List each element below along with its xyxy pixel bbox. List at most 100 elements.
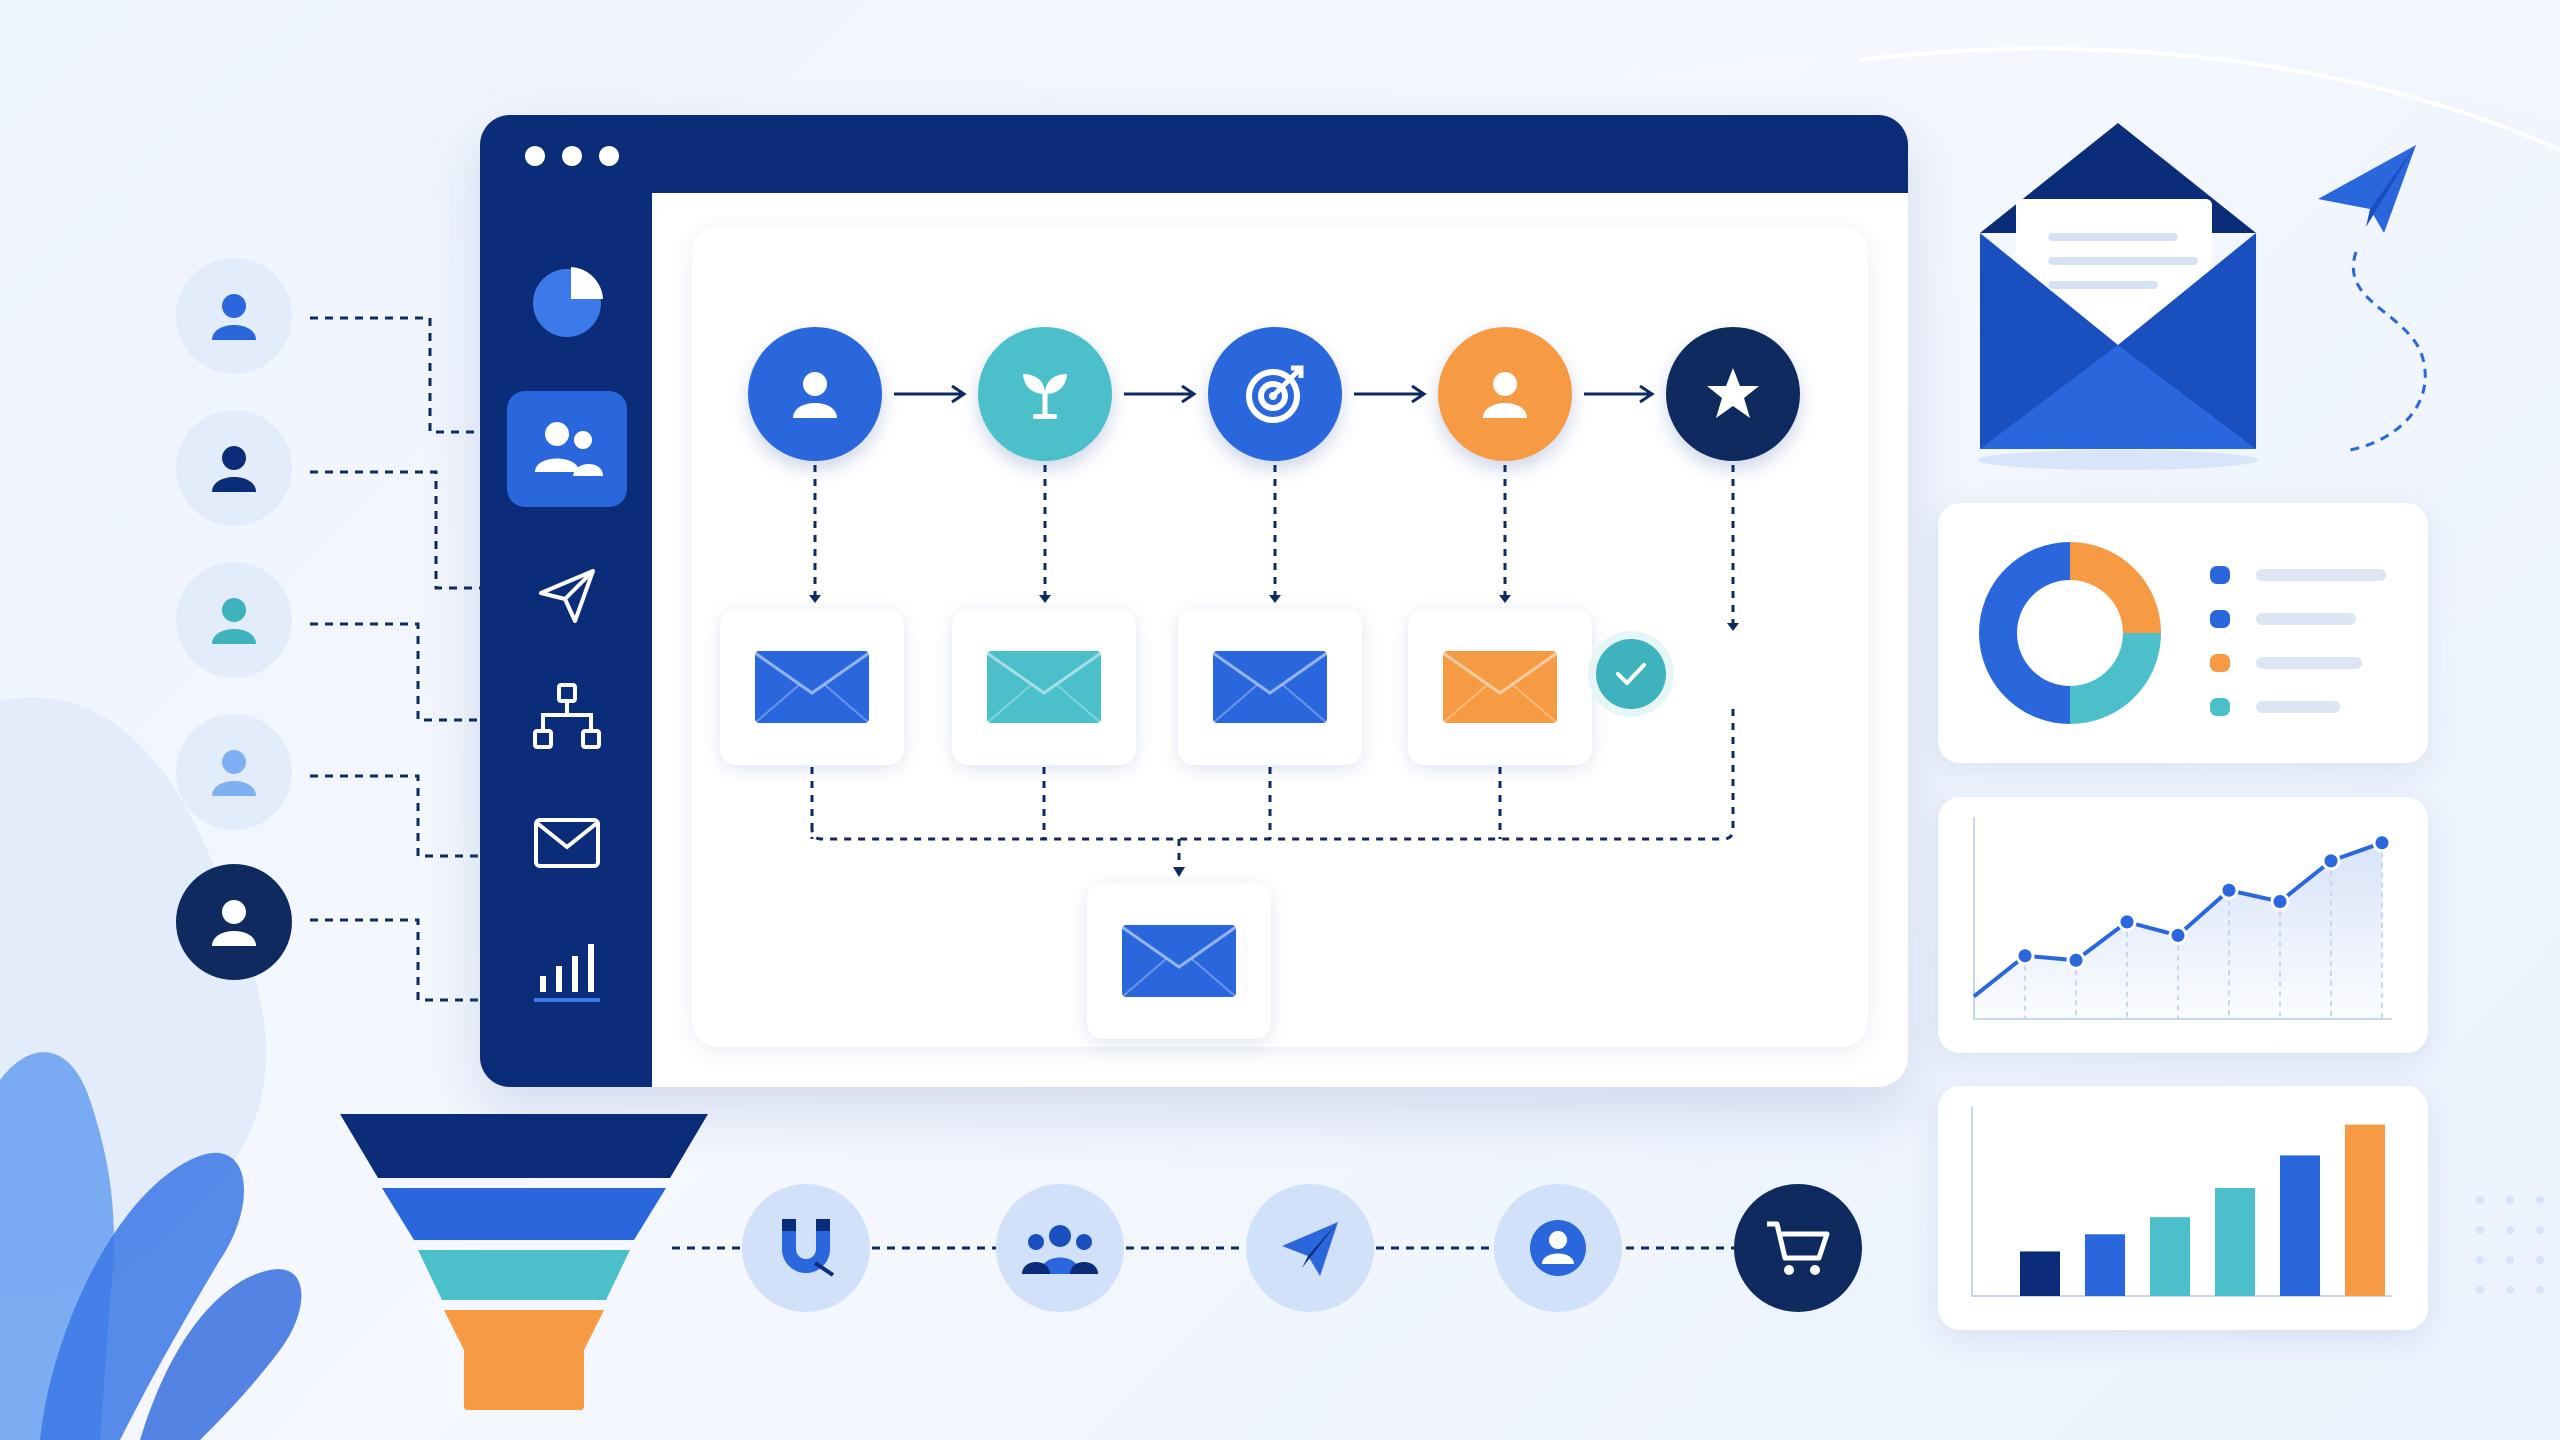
sidebar-item-automation[interactable] (507, 659, 627, 775)
workflow-stage-node[interactable] (1208, 327, 1342, 461)
legend-label-placeholder (2256, 701, 2340, 713)
flow-arrowhead (809, 595, 821, 603)
window-control-dot[interactable] (525, 146, 545, 166)
user-icon (204, 742, 264, 802)
check-icon (1616, 663, 1646, 685)
bar[interactable] (2345, 1124, 2385, 1296)
workflow-stage-node[interactable] (748, 327, 882, 461)
bar-chart-icon (534, 944, 600, 1002)
contact-avatar[interactable] (176, 258, 292, 374)
window-control-dot[interactable] (562, 146, 582, 166)
sidebar-item-email[interactable] (507, 785, 627, 901)
performance-bar-panel (1938, 1086, 2428, 1330)
sidebar-item-reports[interactable] (507, 911, 627, 1027)
envelope-icon (1120, 923, 1238, 999)
bar-chart (1971, 1106, 2392, 1297)
star-icon (1703, 364, 1763, 424)
growth-line-panel (1938, 797, 2428, 1053)
hierarchy-icon (533, 683, 601, 749)
envelope-icon (1211, 649, 1329, 725)
contact-avatar[interactable] (176, 714, 292, 830)
legend-swatch (2210, 566, 2230, 584)
magnet-icon (771, 1213, 841, 1283)
line-point[interactable] (2321, 851, 2341, 871)
title-bar (480, 115, 1908, 193)
send-icon (539, 569, 595, 623)
app-window (480, 115, 1908, 1087)
sidebar (480, 193, 652, 1087)
legend-swatch (2210, 610, 2230, 628)
group-icon (1020, 1218, 1100, 1278)
funnel-stage[interactable] (1246, 1184, 1374, 1312)
workflow-canvas (692, 227, 1868, 1047)
workflow-stage-node[interactable] (978, 327, 1112, 461)
line-point[interactable] (2372, 833, 2392, 853)
flow-arrowhead (1411, 384, 1427, 404)
window-control-dot[interactable] (599, 146, 619, 166)
line-chart (1972, 817, 2392, 1020)
open-envelope-icon (1978, 123, 2416, 470)
envelope-icon (985, 649, 1103, 725)
email-step-card[interactable] (952, 609, 1136, 765)
contact-avatar[interactable] (176, 562, 292, 678)
pie-chart-icon (533, 267, 603, 337)
legend-label-placeholder (2256, 569, 2386, 581)
workflow-connectors (809, 384, 1739, 877)
funnel-stage[interactable] (1734, 1184, 1862, 1312)
contact-avatar[interactable] (176, 410, 292, 526)
bar[interactable] (2020, 1251, 2060, 1296)
paper-plane-icon (2318, 145, 2416, 233)
donut-slice[interactable] (2069, 632, 2161, 724)
sidebar-item-campaigns[interactable] (507, 537, 627, 653)
target-icon (1243, 362, 1307, 426)
legend-swatch (2210, 654, 2230, 672)
user-icon (204, 590, 264, 650)
sidebar-item-analytics[interactable] (507, 241, 627, 357)
donut-slice[interactable] (2069, 542, 2161, 634)
funnel-layer (382, 1188, 666, 1240)
workflow-stage-node[interactable] (1438, 327, 1572, 461)
mail-icon (534, 818, 600, 868)
bar[interactable] (2150, 1217, 2190, 1296)
flow-arrowhead (1039, 595, 1051, 603)
funnel-stage[interactable] (996, 1184, 1124, 1312)
sidebar-item-contacts[interactable] (507, 391, 627, 507)
flow-arrowhead (1173, 867, 1185, 877)
user-icon (785, 364, 845, 424)
users-icon (535, 422, 603, 476)
bar[interactable] (2215, 1188, 2255, 1296)
funnel-stage[interactable] (1494, 1184, 1622, 1312)
funnel-layer (444, 1310, 604, 1410)
flow-arrowhead (1639, 384, 1655, 404)
user-circle-icon (1526, 1216, 1590, 1280)
flow-arrowhead (951, 384, 967, 404)
user-icon (1475, 364, 1535, 424)
user-icon (204, 286, 264, 346)
line-point[interactable] (2270, 892, 2290, 912)
email-step-card[interactable] (720, 609, 904, 765)
paper-plane-icon (1278, 1216, 1342, 1280)
merged-email-card[interactable] (1087, 883, 1271, 1039)
cart-icon (1763, 1216, 1833, 1280)
legend-label-placeholder (2256, 657, 2362, 669)
envelope-icon (753, 649, 871, 725)
completion-badge (1596, 639, 1666, 709)
funnel-stage[interactable] (742, 1184, 870, 1312)
email-step-card[interactable] (1408, 609, 1592, 765)
line-point[interactable] (2066, 950, 2086, 970)
flow-arrowhead (1181, 384, 1197, 404)
line-point[interactable] (2219, 880, 2239, 900)
line-point[interactable] (2168, 925, 2188, 945)
user-icon (204, 892, 264, 952)
line-point[interactable] (2117, 912, 2137, 932)
line-point[interactable] (2015, 946, 2035, 966)
donut-slice[interactable] (1979, 542, 2071, 724)
funnel-layer (418, 1250, 630, 1300)
email-step-card[interactable] (1178, 609, 1362, 765)
contact-avatar[interactable] (176, 864, 292, 980)
bar[interactable] (2280, 1155, 2320, 1296)
envelope-icon (1441, 649, 1559, 725)
workflow-stage-node[interactable] (1666, 327, 1800, 461)
legend-label-placeholder (2256, 613, 2356, 625)
bar[interactable] (2085, 1234, 2125, 1296)
